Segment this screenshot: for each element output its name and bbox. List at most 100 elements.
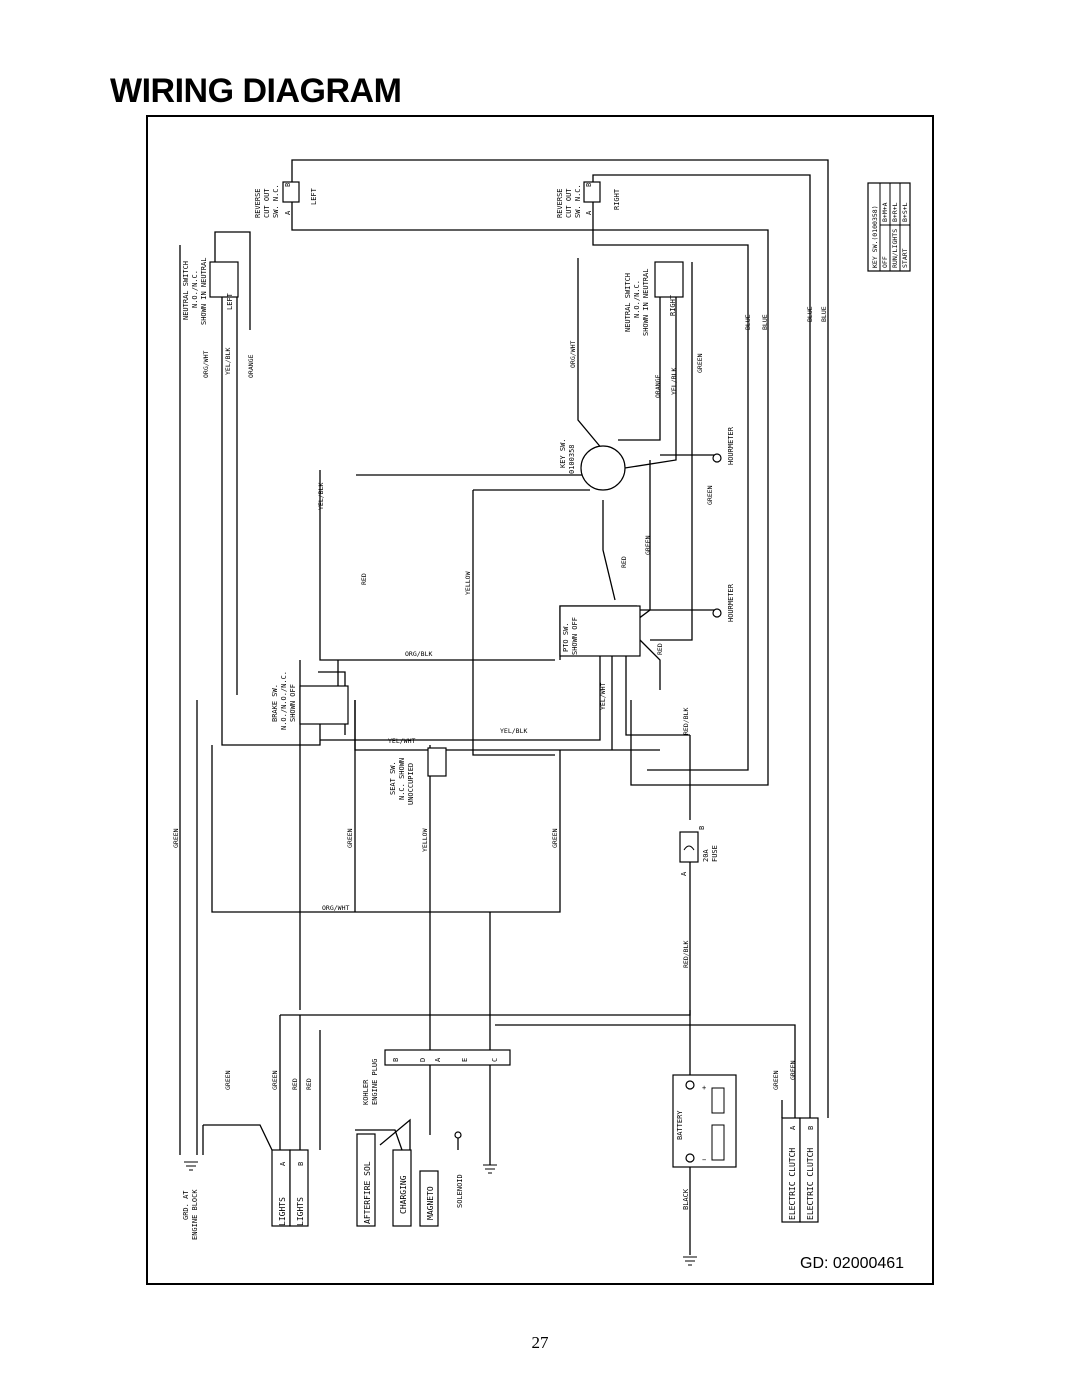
wire-blue-3: BLUE	[806, 306, 814, 322]
wire-yellow-1: YELLOW	[464, 571, 472, 595]
wire-yel-blk-2: YEL/BLK	[670, 368, 678, 395]
pin-clutch-b: B	[807, 1126, 815, 1130]
hourmeter-bottom	[712, 608, 722, 618]
key-table-row-off: OFF	[881, 256, 889, 268]
wire-green-5: GREEN	[346, 828, 354, 848]
afterfire-box	[356, 1133, 376, 1227]
brake-label-2: N.O./N.O./N.C.	[280, 671, 288, 730]
lights-b-label: LIGHTS	[296, 1197, 305, 1226]
wire-red-1: RED	[360, 573, 368, 585]
fuse	[679, 831, 699, 863]
reverse-right-label-2: CUT OUT	[565, 188, 573, 218]
pin-rev-left-a: A	[284, 210, 292, 215]
key-sw-label-1: KEY SW.	[559, 438, 567, 468]
wire-red-3: RED	[656, 643, 664, 655]
kohler-label-1: KOHLER	[362, 1079, 370, 1105]
reverse-left-label-2: CUT OUT	[263, 188, 271, 218]
gd-code: GD: 02000461	[800, 1255, 905, 1272]
wire-labels: ORG/WHT YEL/BLK ORANGE ORG/WHT ORANGE YE…	[172, 306, 828, 1090]
wire-yel-wht-1: YEL/WHT	[599, 683, 607, 710]
afterfire-label: AFTERFIRE SOL	[363, 1161, 372, 1224]
reverse-switch-right	[583, 181, 601, 203]
key-table	[867, 182, 911, 272]
brake-switch	[299, 685, 349, 725]
key-table-text: KEY SW.(0100358) OFF B+M+A RUN/LIGHTS B+…	[871, 202, 909, 268]
pin-battery-minus: −	[702, 1156, 706, 1164]
reverse-left-label-1: REVERSE	[254, 188, 262, 218]
pin-plug-c: C	[491, 1058, 499, 1062]
key-table-row-start-val: B+S+L	[901, 202, 909, 222]
wire-green-7: GREEN	[224, 1070, 232, 1090]
charging-label: CHARGING	[399, 1175, 408, 1214]
magneto-label: MAGNETO	[426, 1186, 435, 1220]
wire-red-2: RED	[620, 556, 628, 568]
key-table-row-off-val: B+M+A	[881, 202, 889, 222]
brake-label-3: SHOWN OFF	[289, 684, 297, 722]
wire-green-4: GREEN	[172, 828, 180, 848]
pin-fuse-b: B	[698, 826, 706, 830]
pin-rev-right-a: A	[585, 210, 593, 215]
pin-plug-d: D	[419, 1058, 427, 1062]
pin-rev-left-b: B	[284, 183, 292, 187]
seat-label-2: N.C. SHOWN	[398, 758, 406, 800]
seat-label-3: UNOCCUPIED	[407, 763, 415, 805]
key-table-row-start: START	[901, 248, 909, 268]
pin-lights-b: B	[297, 1162, 305, 1166]
pto-label-2: SHOWN OFF	[571, 617, 579, 655]
magneto-box	[419, 1170, 439, 1227]
wire-green-9: GREEN	[772, 1070, 780, 1090]
wire-red-4: RED	[291, 1078, 299, 1090]
neutral-right-label-1: NEUTRAL SWITCH	[624, 273, 632, 332]
solenoid-label: SOLENOID	[456, 1174, 464, 1208]
wire-green-10: GREEN	[789, 1060, 797, 1080]
wire-yel-wht-2: YEL/WHT	[388, 737, 415, 745]
black-wire-label: BLACK	[682, 1188, 690, 1210]
components	[209, 181, 911, 1227]
reverse-right-label-1: REVERSE	[556, 188, 564, 218]
neutral-right-label-2: N.O./N.C.	[633, 280, 641, 318]
brake-label-1: BRAKE SW.	[271, 684, 279, 722]
neutral-right-side-label: RIGHT	[669, 294, 677, 316]
pin-labels: A B A B B D A E C A B A B A B + −	[279, 183, 815, 1166]
hourmeter-label-bottom: HOURMETER	[727, 583, 735, 622]
engine-plug	[384, 1049, 511, 1066]
clutch-b-box	[799, 1117, 819, 1223]
pto-label-1: PTO SW.	[562, 622, 570, 652]
key-table-grid	[184, 183, 910, 1266]
rotated-labels: REVERSE CUT OUT SW. N.C. LEFT REVERSE CU…	[182, 184, 735, 1240]
key-switch	[580, 445, 626, 491]
neutral-left-label-1: NEUTRAL SWITCH	[182, 261, 190, 320]
battery	[672, 1074, 737, 1168]
diagram-frame	[146, 115, 934, 1285]
pin-battery-plus: +	[702, 1084, 706, 1092]
hourmeter-top	[712, 453, 722, 463]
seat-switch	[427, 747, 447, 777]
wire-orange-2: ORANGE	[654, 374, 662, 398]
seat-label-1: SEAT SW.	[389, 761, 397, 795]
key-table-row-run-val: B+R+L	[891, 202, 899, 222]
grd-label-2: ENGINE BLOCK	[191, 1189, 199, 1240]
neutral-left-label-2: N.O./N.C.	[191, 270, 199, 308]
wire-red-blk-1: RED/BLK	[682, 708, 690, 735]
wire-org-wht-2: ORG/WHT	[569, 341, 577, 368]
page-title: WIRING DIAGRAM	[110, 72, 402, 110]
fuse-label-1: 20A	[702, 849, 710, 862]
neutral-left-label-3: SHOWN IN NEUTRAL	[200, 258, 208, 325]
pin-clutch-a: A	[789, 1125, 797, 1130]
pin-plug-e: E	[461, 1058, 469, 1062]
solenoid-terminal	[454, 1131, 462, 1139]
wire-green-3: GREEN	[706, 485, 714, 505]
wire-blue-1: BLUE	[744, 314, 752, 330]
hourmeter-label-top: HOURMETER	[727, 426, 735, 465]
wire-blue-4: BLUE	[820, 306, 828, 322]
lights-a-label: LIGHTS	[278, 1197, 287, 1226]
wire-yel-blk-1: YEL/BLK	[224, 348, 232, 375]
kohler-label-2: ENGINE PLUG	[371, 1059, 379, 1105]
wire-org-blk: ORG/BLK	[405, 650, 432, 658]
pin-fuse-a: A	[680, 871, 688, 876]
page-number: 27	[531, 1333, 549, 1352]
reverse-right-label-3: SW. N.C.	[574, 184, 582, 218]
pin-rev-right-b: B	[585, 183, 593, 187]
pin-lights-a: A	[279, 1161, 287, 1166]
grd-label-1: GRD. AT	[182, 1190, 190, 1220]
